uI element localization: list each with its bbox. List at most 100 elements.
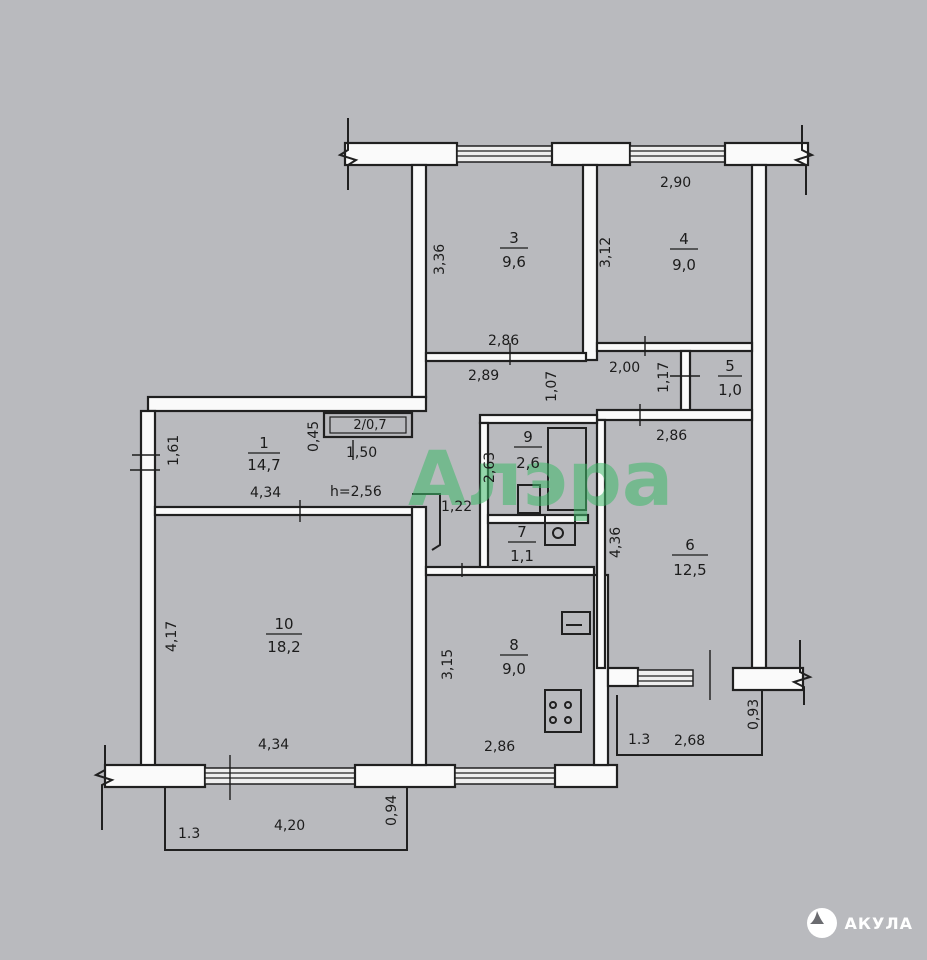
wall-segment [478,413,599,425]
wall-segment [139,409,157,768]
bathtub-icon [547,427,587,511]
room-3-area: 9,6 [502,253,526,271]
wall-segment [146,395,428,413]
room-5-area: 1,0 [718,381,742,399]
wall-segment [486,513,590,525]
dim-balcony2-side: 1.3 [628,732,650,748]
dim-hall-width: 1,22 [441,499,472,515]
window [637,669,694,687]
dim-r9-height: 2,63 [482,452,498,483]
washbasin-icon [544,514,576,546]
wall-segment [595,418,607,670]
wall-segment [103,763,207,789]
window [629,145,726,163]
wall-segment [679,349,692,413]
brand-logo-text: АКУЛА [844,913,913,933]
break-mark [793,125,815,195]
break-mark [337,118,359,190]
dim-r6-height: 4,36 [608,527,624,558]
room-1-number: 1 [259,434,269,452]
wall-segment [553,763,619,789]
balcony-outline [164,787,408,851]
dim-r4-width: 2,90 [660,175,691,191]
wall-segment [410,505,428,767]
stove-icon [544,689,582,733]
brand-logo: АКУЛА [806,908,913,938]
closet-outline [322,411,414,439]
break-mark [791,640,813,705]
dim-r10-width: 4,34 [258,737,289,753]
dim-r2-width: 1,50 [346,445,377,461]
dim-r6-width: 2,86 [656,428,687,444]
wall-segment [412,493,441,551]
room-4-area: 9,0 [672,256,696,274]
room-7-area: 1,1 [510,547,534,565]
window [204,767,356,785]
balcony-outline [616,690,763,756]
balconies [164,690,763,851]
room-labels: 1 14,7 2/0,7 3 9,6 4 9,0 5 1,0 6 12,5 7 … [247,229,742,678]
wall-segment [343,141,459,167]
toilet-icon [517,484,541,514]
dim-r4-height: 3,12 [598,237,614,268]
wall-segment [750,163,768,670]
wall-segment [550,141,632,167]
room-6-number: 6 [685,536,695,554]
dim-r2-depth: 0,45 [306,421,322,452]
dim-balcony1-length: 4,20 [274,818,305,834]
wall-segment [595,341,754,353]
door-marks [130,336,711,800]
room-3-number: 3 [509,229,519,247]
fixtures [517,427,591,733]
shark-fin-icon [806,908,837,938]
wall-segment [595,408,754,422]
room-8-area: 9,0 [502,660,526,678]
wall-segment [424,565,596,577]
dim-r3-width: 2,86 [488,333,519,349]
dim-r8-height: 3,15 [440,649,456,680]
room-8-number: 8 [509,636,519,654]
wall-segment [424,351,588,363]
room-5-number: 5 [725,357,735,375]
dim-r5-height: 1,17 [656,362,672,393]
interior-walls [153,163,754,767]
room-1-area: 14,7 [247,456,280,474]
room-7-number: 7 [517,523,527,541]
wall-segment [731,666,805,692]
dimension-labels: 2,90 3,36 3,12 2,86 2,89 1,07 2,00 1,17 … [164,175,762,842]
wall-segment [723,141,810,167]
window [456,145,553,163]
wall-segment [153,505,417,517]
dim-balcony2-length: 2,68 [674,733,705,749]
break-mark [93,745,115,830]
window [454,767,556,785]
dim-r8-width: 2,86 [484,739,515,755]
dim-r10-height: 4,17 [164,621,180,652]
dim-r5-width: 2,00 [609,360,640,376]
dim-corridor-width: 2,89 [468,368,499,384]
dim-r1-left: 1,61 [166,435,182,466]
dim-r3-height: 3,36 [432,244,448,275]
room-9-number: 9 [523,428,533,446]
ceiling-height: h=2,56 [330,484,382,500]
watermark-text: Алэра [408,434,673,523]
wall-segment [606,666,640,688]
closet-inner [329,416,407,434]
room-6-area: 12,5 [673,561,706,579]
room-10-area: 18,2 [267,638,300,656]
dim-balcony1-depth: 0,94 [384,795,400,826]
wall-segment [410,163,428,399]
room-10-number: 10 [274,615,293,633]
dim-balcony1-side: 1.3 [178,826,200,842]
sink-icon [561,611,591,635]
room-2-number: 2/0,7 [353,418,386,433]
dim-corridor-height: 1,07 [544,371,560,402]
dim-r1-width: 4,34 [250,485,281,501]
room-9-area: 2,6 [516,454,540,472]
dim-balcony2-depth: 0,93 [746,699,762,730]
room-4-number: 4 [679,230,689,248]
wall-segment [581,163,599,362]
wall-segment [353,763,457,789]
